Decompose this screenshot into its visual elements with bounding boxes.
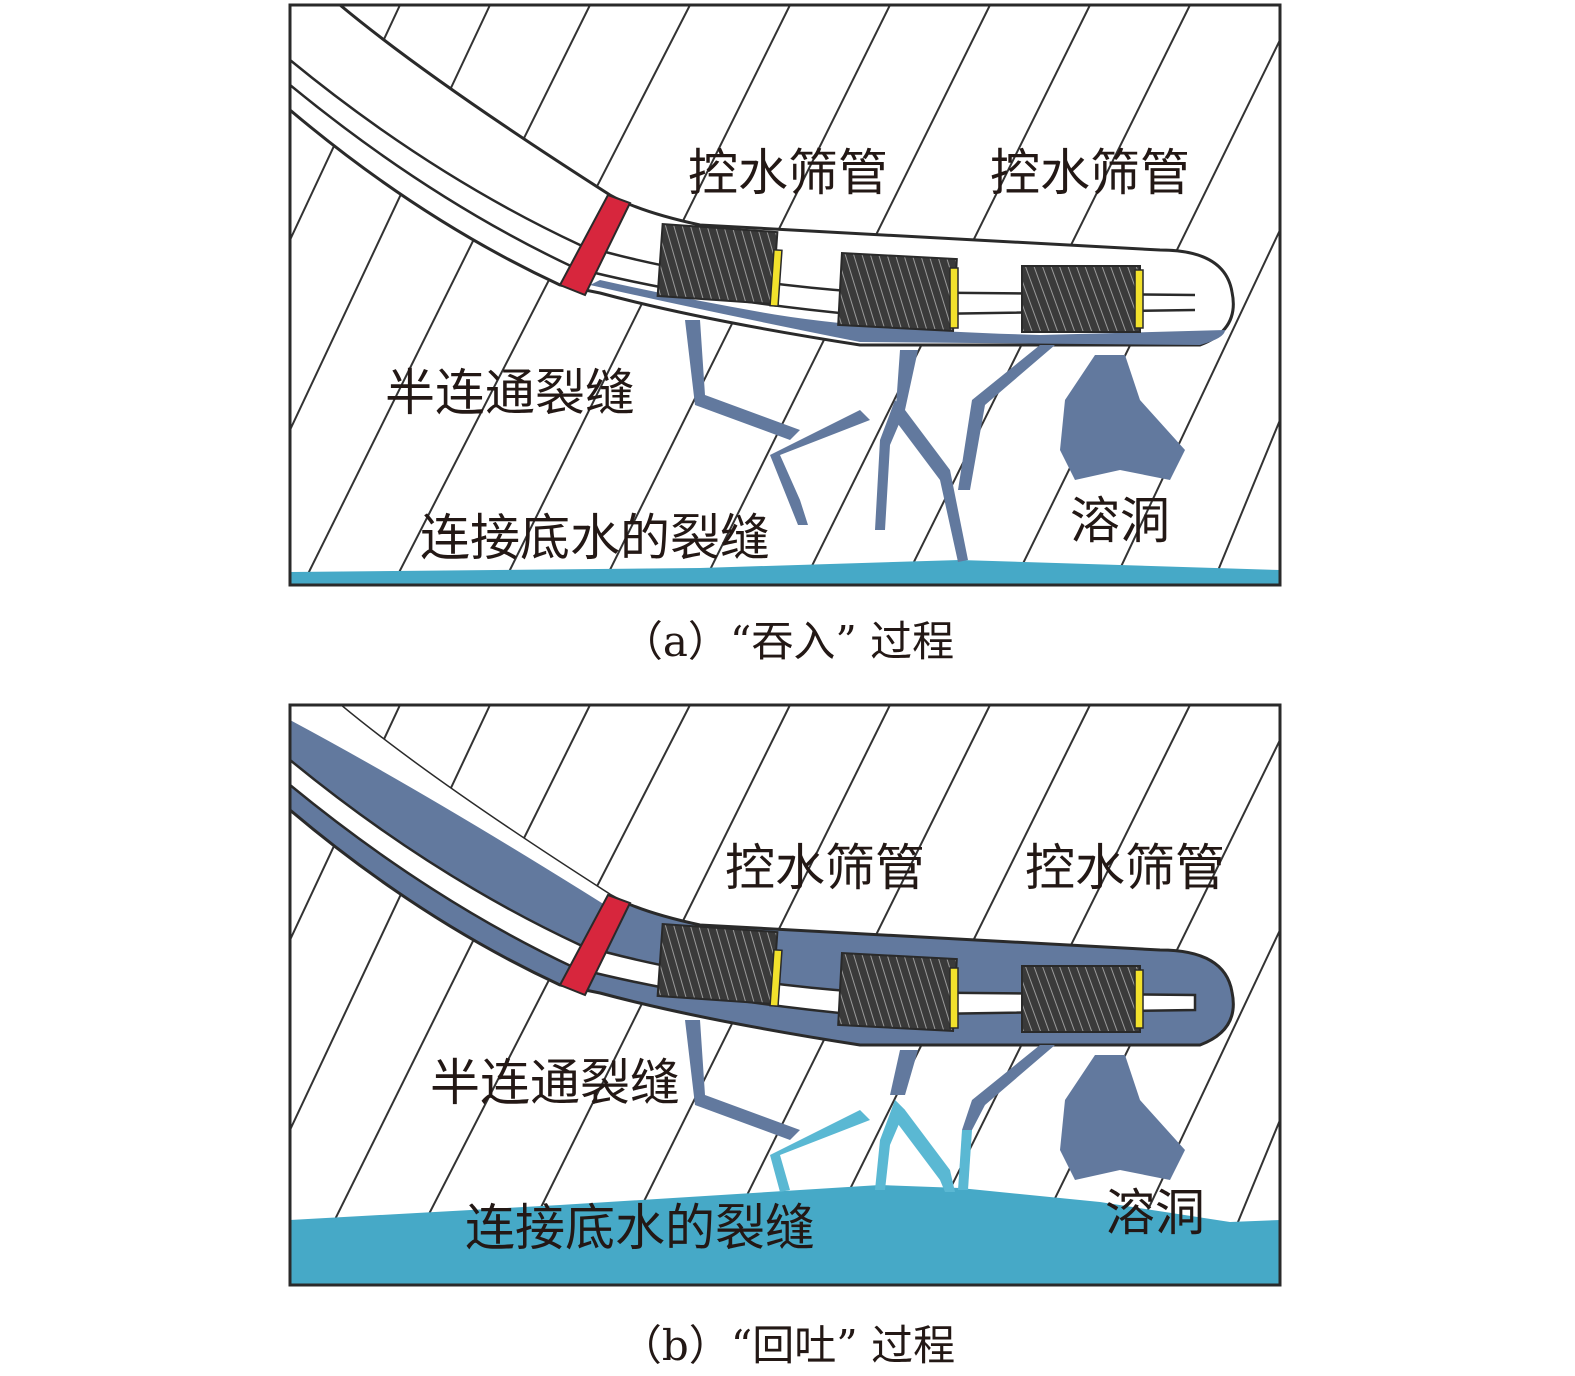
hatched-screen-icon bbox=[1021, 265, 1144, 333]
caption-a: （a）“吞入” 过程 bbox=[620, 617, 955, 666]
panel-a: 控水筛管 控水筛管 半连通裂缝 连接底水的裂缝 溶洞 （a）“吞入” 过程 bbox=[288, 3, 1282, 666]
hatched-screen-icon bbox=[656, 223, 783, 308]
label-cave: 溶洞 bbox=[1105, 1184, 1205, 1242]
hatched-screen-icon bbox=[1021, 965, 1144, 1033]
red-packer-icon bbox=[558, 193, 632, 297]
panel-b: 控水筛管 控水筛管 半连通裂缝 连接底水的裂缝 溶洞 （b）“回吐” 过程 bbox=[0, 700, 1575, 1376]
diagram-a: 控水筛管 控水筛管 半连通裂缝 连接底水的裂缝 溶洞 bbox=[288, 3, 1282, 587]
diagram-b: 控水筛管 控水筛管 半连通裂缝 连接底水的裂缝 溶洞 bbox=[288, 703, 1282, 1287]
label-bottom-fracture: 连接底水的裂缝 bbox=[420, 509, 770, 567]
frame-a bbox=[288, 3, 1282, 587]
hatched-screen-icon bbox=[656, 923, 783, 1008]
label-screen-1: 控水筛管 bbox=[725, 839, 925, 897]
bottom-water bbox=[290, 560, 1280, 585]
wellbore bbox=[290, 5, 1235, 347]
label-screen-1: 控水筛管 bbox=[688, 144, 888, 202]
wellbore-flooded bbox=[290, 705, 1235, 1047]
fractures bbox=[685, 1020, 1185, 1192]
caption-b: （b）“回吐” 过程 bbox=[619, 1321, 956, 1370]
label-semi-fracture: 半连通裂缝 bbox=[385, 364, 635, 422]
red-packer-icon bbox=[558, 893, 632, 997]
label-semi-fracture: 半连通裂缝 bbox=[430, 1054, 680, 1112]
fracture-water bbox=[590, 280, 1225, 345]
hatched-screen-icon bbox=[837, 952, 959, 1033]
frame-b bbox=[288, 703, 1282, 1287]
fractures bbox=[685, 320, 1185, 562]
bottom-water bbox=[290, 1185, 1280, 1285]
hatched-screen-icon bbox=[837, 252, 959, 333]
label-bottom-fracture: 连接底水的裂缝 bbox=[465, 1199, 815, 1257]
label-cave: 溶洞 bbox=[1070, 492, 1170, 550]
label-screen-2: 控水筛管 bbox=[1025, 839, 1225, 897]
label-screen-2: 控水筛管 bbox=[990, 144, 1190, 202]
